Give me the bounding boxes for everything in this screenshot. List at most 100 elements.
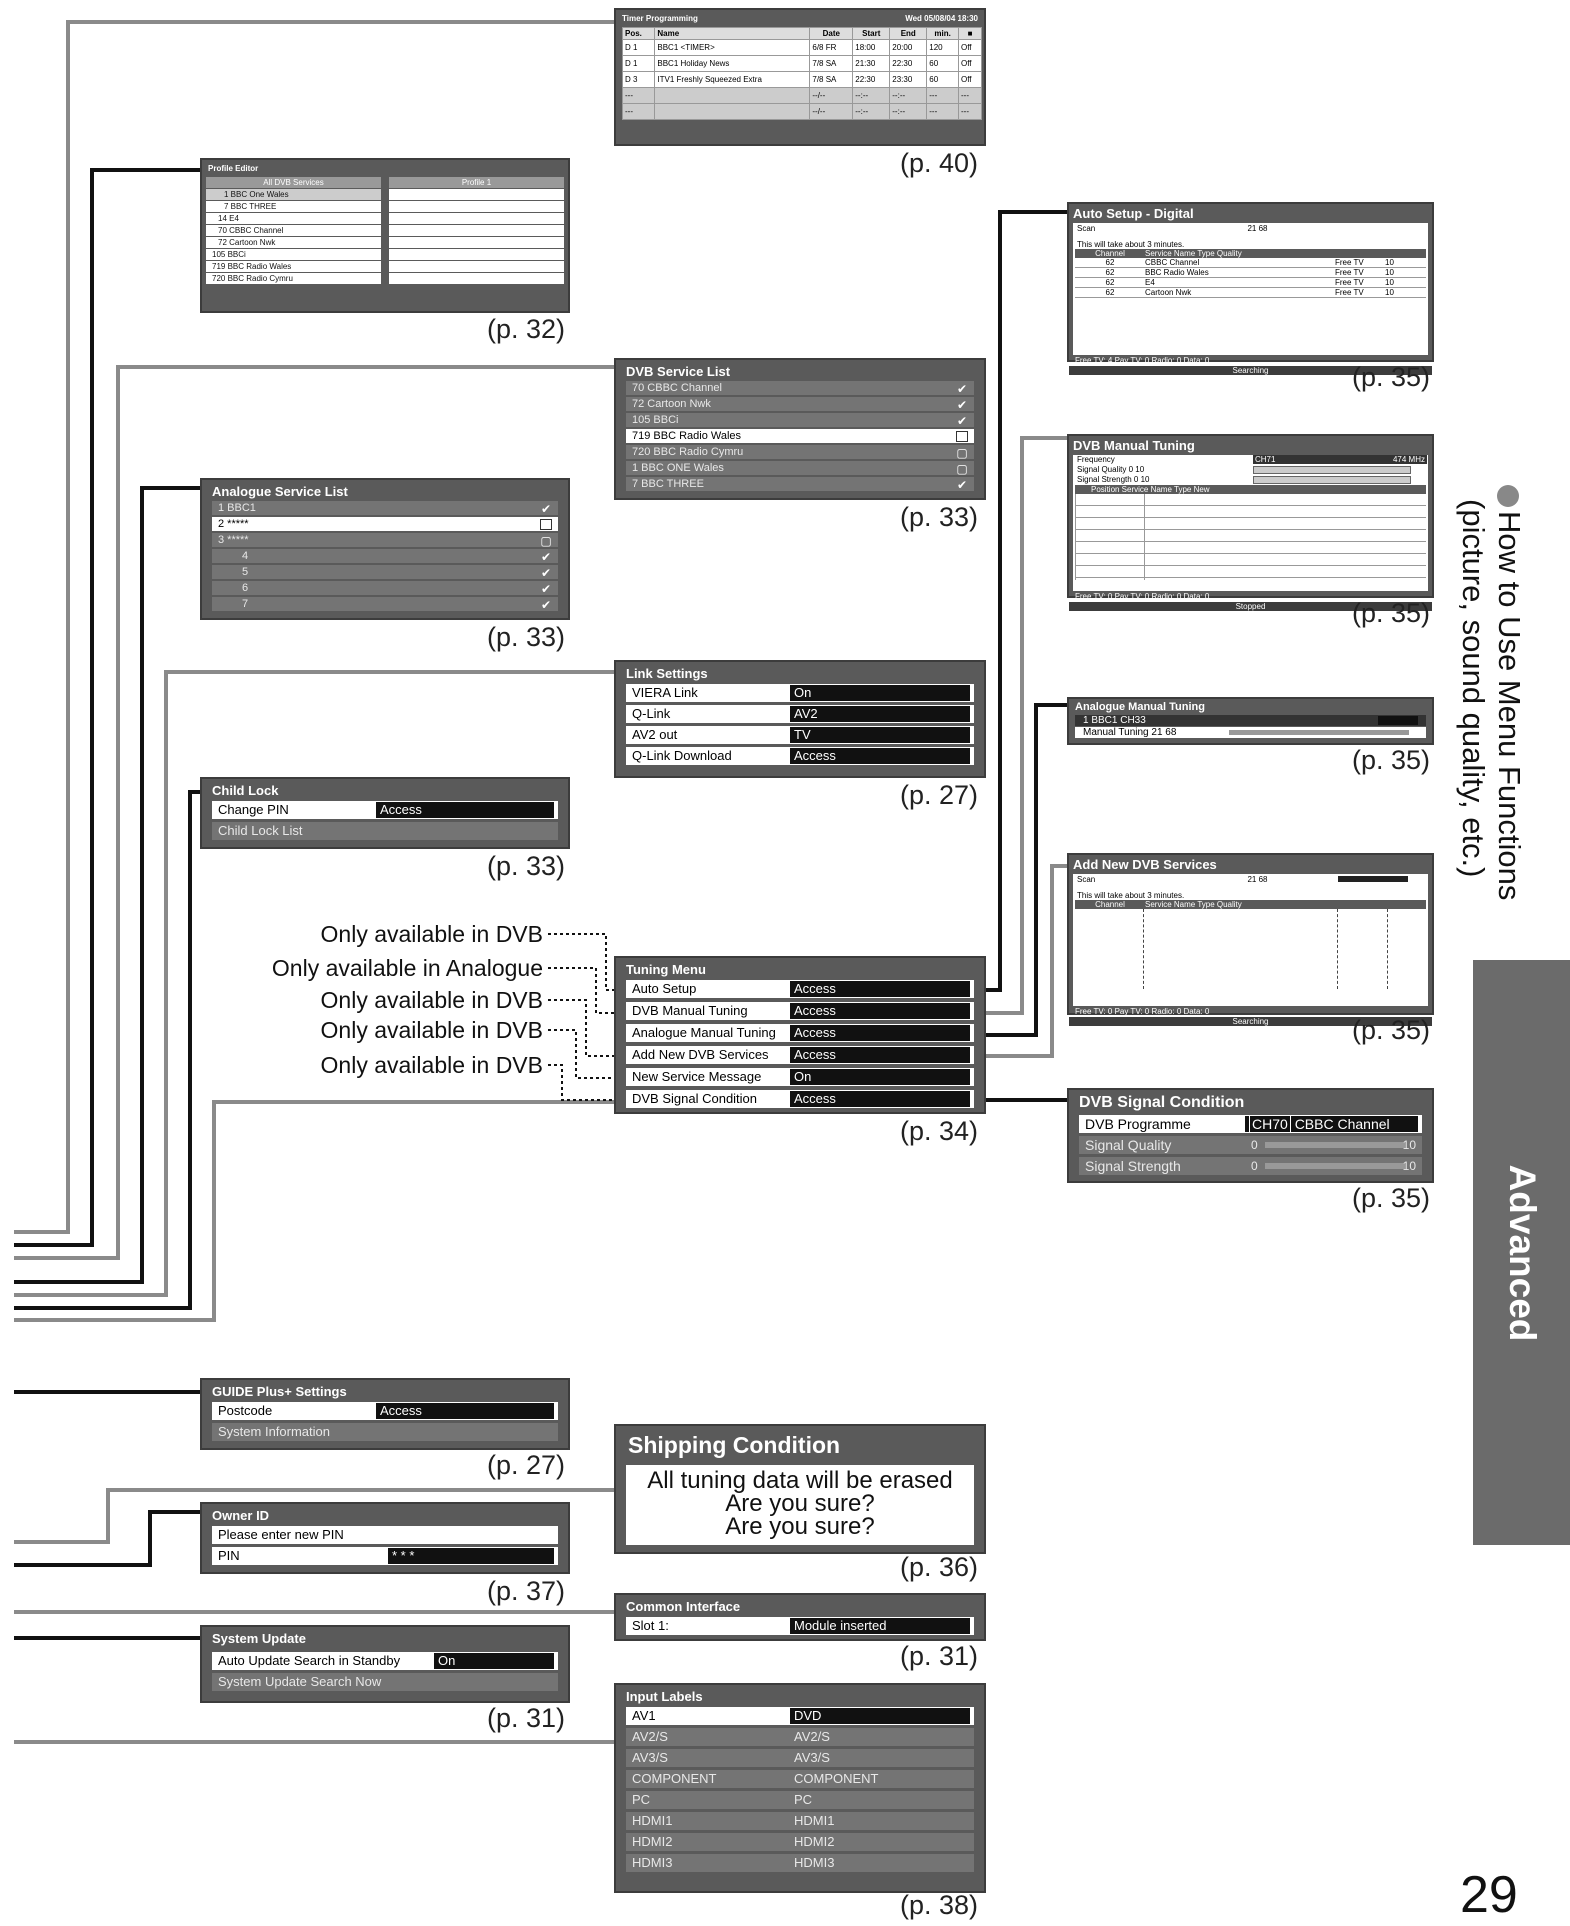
pin-row[interactable]: PIN* * * xyxy=(212,1547,558,1565)
system-information-row[interactable]: System Information xyxy=(212,1423,558,1441)
row-value: On xyxy=(790,685,970,701)
table-row[interactable]: D 3 ITV1 Freshly Squeezed Extra 7/8 SA 2… xyxy=(621,71,983,88)
table-row[interactable]: D 1 BBC1 <TIMER> 6/8 FR 18:00 20:00 120 … xyxy=(621,39,983,56)
table-row[interactable]: D 1 BBC1 Holiday News 7/8 SA 21:30 22:30… xyxy=(621,55,983,72)
profile-slot[interactable] xyxy=(389,273,564,284)
pin-field[interactable]: * * * xyxy=(388,1548,554,1564)
signal-strength-row: Signal Strength 0 10 xyxy=(1073,475,1428,485)
analogue-list-title: Analogue Service List xyxy=(212,484,348,499)
owner-id-panel: Owner ID Please enter new PIN PIN* * * xyxy=(200,1502,570,1574)
row-label: Signal Strength xyxy=(1085,1158,1181,1174)
list-item[interactable]: 6✔ xyxy=(212,581,558,595)
row-label: Manual Tuning 21 68 xyxy=(1083,727,1177,738)
profile-slot[interactable] xyxy=(389,201,564,212)
child-lock-list-row[interactable]: Child Lock List xyxy=(212,822,558,840)
row-value xyxy=(376,1424,554,1440)
scan-status: Searching xyxy=(1069,366,1432,375)
profile-item[interactable]: 1 BBC One Wales xyxy=(206,189,381,200)
signal-strength-bar xyxy=(1253,476,1411,484)
profile-slot[interactable] xyxy=(389,249,564,260)
row-value: AV2/S xyxy=(790,1729,970,1745)
bullet-icon xyxy=(1497,485,1519,507)
profile-slot[interactable] xyxy=(389,261,564,272)
list-item[interactable]: 5✔ xyxy=(212,565,558,579)
ana-channel-row[interactable]: 1 BBC1 CH33 xyxy=(1075,715,1426,726)
row-value: Access xyxy=(790,1003,970,1019)
cell-name: BBC1 xyxy=(657,43,679,52)
list-item[interactable]: 105 BBCi✔ xyxy=(626,413,974,427)
profile-slot[interactable] xyxy=(389,225,564,236)
table-row[interactable]: --- --/-- --:-- --:-- --- --- xyxy=(621,87,983,104)
cell: 7/8 SA xyxy=(809,55,854,72)
profile-item[interactable]: 70 CBBC Channel xyxy=(206,225,381,236)
list-item[interactable]: 1 BBC1✔ xyxy=(212,501,558,515)
profile-slot[interactable] xyxy=(389,189,564,200)
profile-slot[interactable] xyxy=(389,213,564,224)
check-icon: ✔ xyxy=(540,582,552,595)
availability-note: Only available in DVB xyxy=(320,1017,543,1043)
cell: --:-- xyxy=(852,87,891,104)
update-search-now-row[interactable]: System Update Search Now xyxy=(212,1673,558,1691)
profile-item[interactable]: 14 E4 xyxy=(206,213,381,224)
manual-tuning-row[interactable]: Manual Tuning 21 68 xyxy=(1075,727,1426,738)
profile-item[interactable]: 72 Cartoon Nwk xyxy=(206,237,381,248)
col-header: Service Name Type Quality xyxy=(1145,900,1242,909)
list-item[interactable]: 720 BBC Radio Cymru▢ xyxy=(626,445,974,459)
row-label: Q-Link xyxy=(632,706,671,721)
tuning-slider[interactable] xyxy=(1229,730,1409,735)
list-item[interactable]: 4✔ xyxy=(212,549,558,563)
cell: Free TV xyxy=(1335,258,1364,267)
list-item[interactable]: 719 BBC Radio Wales xyxy=(626,429,974,443)
list-item[interactable]: 3 *****▢ xyxy=(212,533,558,547)
profile-item[interactable]: 7 BBC THREE xyxy=(206,201,381,212)
profile-slot[interactable] xyxy=(389,237,564,248)
list-item-label: 5 xyxy=(242,566,249,578)
table-row[interactable]: --- --/-- --:-- --:-- --- --- xyxy=(621,103,983,120)
list-item[interactable]: 70 CBBC Channel✔ xyxy=(626,381,974,395)
check-icon: ✔ xyxy=(956,382,968,395)
profile-item[interactable]: 105 BBCi xyxy=(206,249,381,260)
page-ref: (p. 33) xyxy=(487,622,566,652)
row-value: Access xyxy=(790,981,970,997)
cell: --:-- xyxy=(889,87,928,104)
cell: 21:30 xyxy=(852,55,891,72)
profile-item[interactable]: 719 BBC Radio Wales xyxy=(206,261,381,272)
page-ref: (p. 38) xyxy=(900,1890,979,1920)
row-label: Change PIN xyxy=(218,802,289,817)
list-item[interactable]: 7✔ xyxy=(212,597,558,611)
list-item[interactable]: 2 ***** xyxy=(212,517,558,531)
profile-item[interactable]: 720 BBC Radio Cymru xyxy=(206,273,381,284)
list-item[interactable]: 72 Cartoon Nwk✔ xyxy=(626,397,974,411)
list-item[interactable]: 7 BBC THREE✔ xyxy=(626,477,974,491)
auto-setup-digital-panel: Auto Setup - Digital Scan 21 68 This wil… xyxy=(1067,202,1434,375)
row-label: Child Lock List xyxy=(218,823,303,838)
list-item[interactable]: 1 BBC ONE Wales▢ xyxy=(626,461,974,475)
owner-prompt-row: Please enter new PIN xyxy=(212,1526,558,1544)
slot-row[interactable]: Slot 1:Module inserted xyxy=(626,1617,974,1635)
